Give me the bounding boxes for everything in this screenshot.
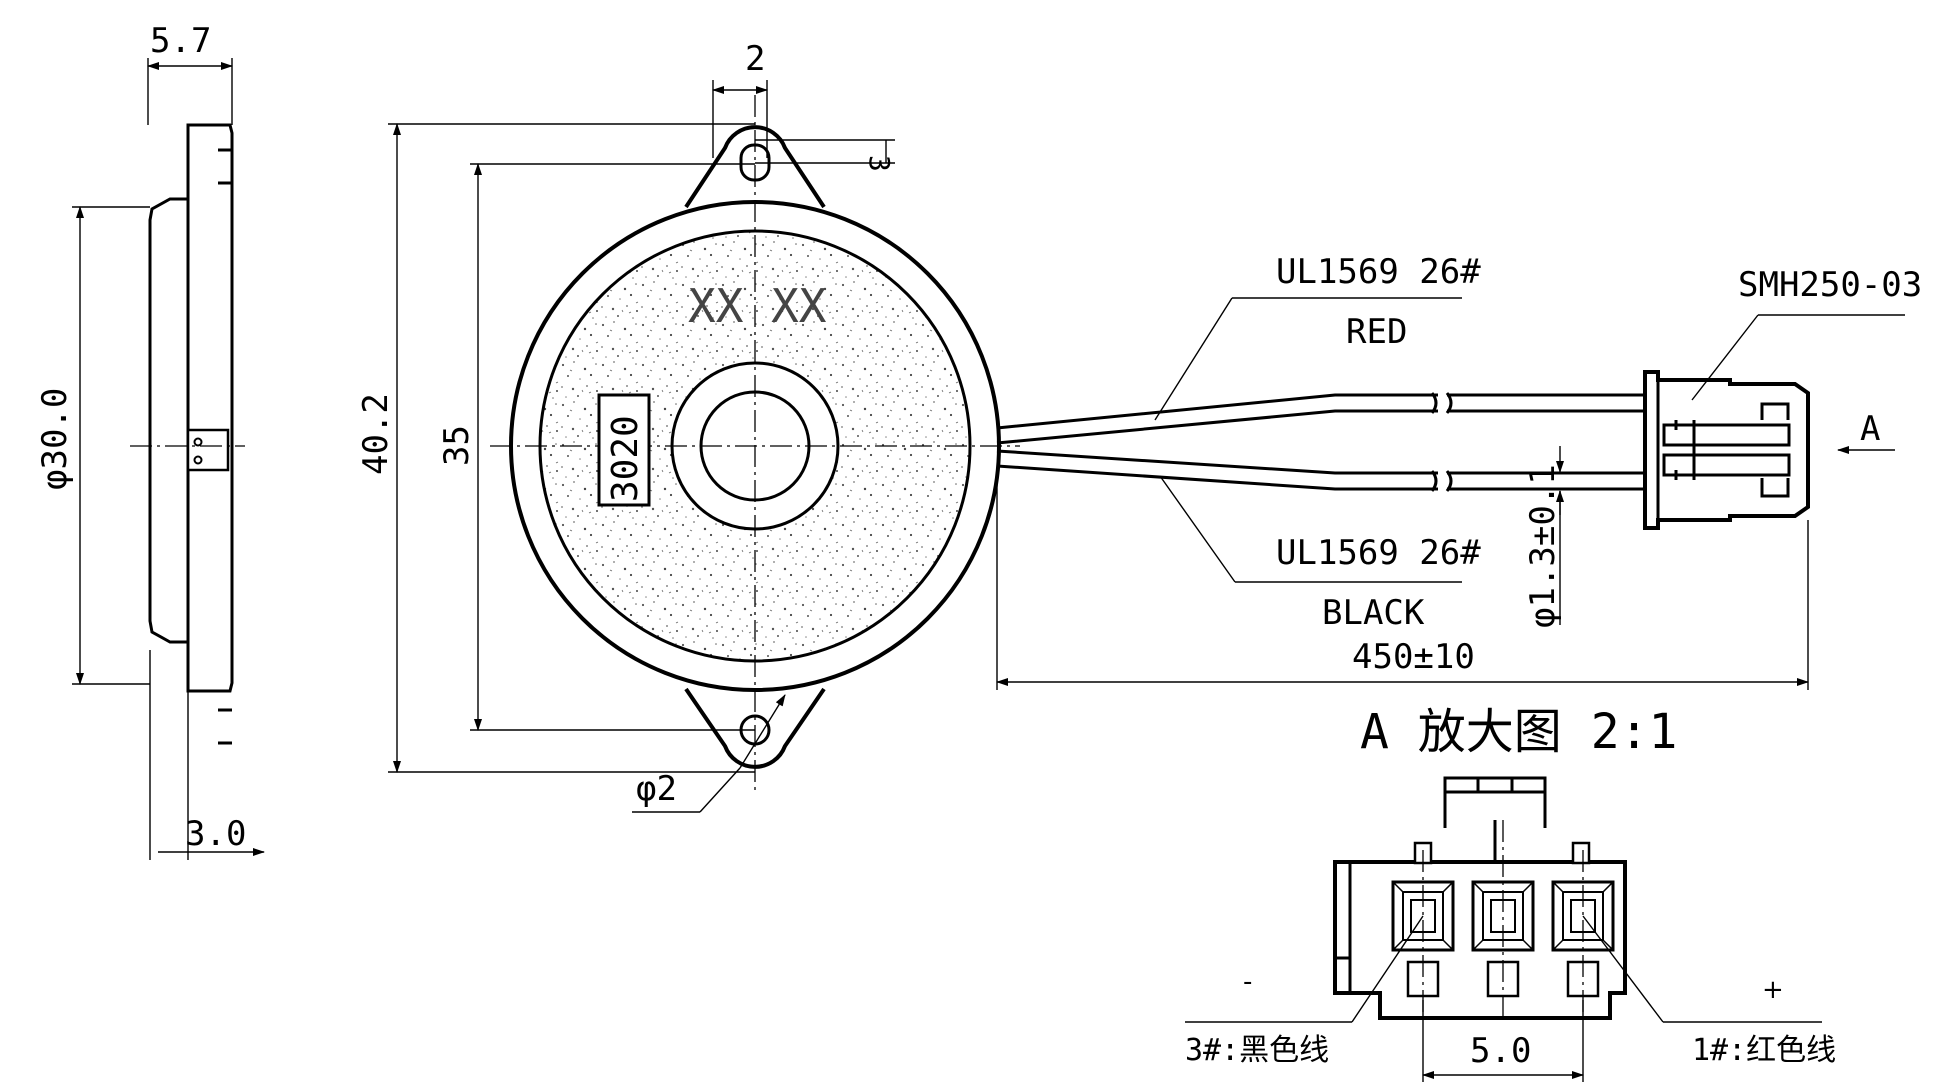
detail-post [1571,841,1591,865]
hole-offset-label: 3 [863,155,896,172]
wire-harness: A UL1569 26# RED UL1569 26# BLACK SMH250… [996,252,1922,690]
red-wire-spec: UL1569 26# [1276,252,1481,292]
minus-sign: - [1243,967,1252,997]
view-arrow-label: A [1860,409,1880,449]
pin3-label: 3#:黑色线 [1185,1033,1329,1068]
leader-line [1159,475,1236,583]
red-wire-color: RED [1346,312,1407,352]
red-wire-bottom [996,409,1438,445]
connector-latch [1662,423,1791,447]
leader-line [1351,915,1424,1023]
diameter-label: φ30.0 [35,388,75,490]
connector-part: SMH250-03 [1738,265,1922,305]
flange-label: 3.0 [185,814,246,854]
leader-line [1691,314,1759,401]
detail-latch [1443,776,1547,828]
leader-line [1154,297,1233,421]
detail-view: A 放大图 2:1 [1185,704,1836,1082]
side-tab-lines [218,148,232,745]
model-label-box [597,393,651,507]
model-code: 3020 [605,415,646,502]
pin-pitch-label: 5.0 [1470,1031,1531,1071]
black-wire-top [996,449,1438,475]
connector-detail [1760,402,1790,498]
wire-break-marks [1430,392,1453,492]
black-wire-spec: UL1569 26# [1276,533,1481,573]
thickness-label: 5.7 [150,21,211,61]
wire-length-label: 450±10 [1352,637,1475,677]
hole-diameter-label: φ2 [636,769,677,809]
terminal-dot [193,455,203,465]
terminal-dot [193,437,203,447]
overall-height-label: 40.2 [356,393,396,475]
housing-marking: XX XX [688,279,827,333]
front-view: XX XX 3020 2 3 40.2 35 φ2 [356,39,1020,813]
connector-latch [1662,453,1791,477]
hole-spacing-label: 2 [745,39,765,79]
detail-title: A 放大图 2:1 [1360,704,1677,760]
black-wire-bottom [996,464,1438,491]
side-view: 5.7 φ30.0 3.0 [35,21,265,860]
plus-sign: + [1762,975,1784,1005]
black-wire-color: BLACK [1322,593,1425,633]
wire-continuation [1447,393,1645,491]
smh250-connector [1643,370,1810,530]
wire-diameter-label: φ1.3±0.1 [1523,464,1563,628]
leader-line [699,767,741,813]
connector-detail [1674,420,1696,480]
leader-line [739,694,786,769]
side-profile [148,123,234,693]
mount-pitch-label: 35 [437,425,477,466]
leader-line [1582,915,1664,1023]
red-wire-top [996,393,1438,430]
side-terminal [186,428,230,472]
pin1-label: 1#:红色线 [1692,1033,1836,1068]
